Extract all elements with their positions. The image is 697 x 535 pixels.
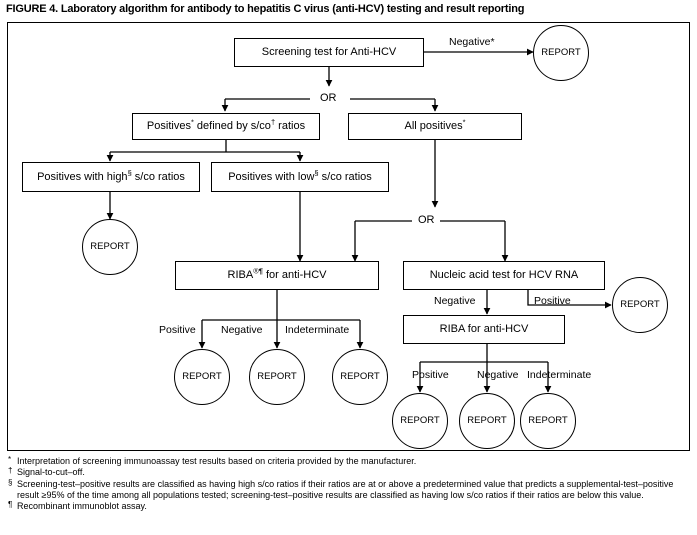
- or-label-1-text: OR: [320, 92, 337, 104]
- node-report-label: REPORT: [400, 414, 440, 426]
- node-all-positives[interactable]: All positives*: [348, 113, 522, 140]
- node-nucleic-acid-test[interactable]: Nucleic acid test for HCV RNA: [403, 261, 605, 290]
- dagger-marker: †: [270, 117, 276, 127]
- footnote-marker: §: [8, 477, 13, 487]
- section-marker: §: [314, 168, 319, 178]
- asterisk-marker: *: [190, 117, 194, 127]
- node-report-riba2-negative[interactable]: REPORT: [459, 393, 515, 449]
- footnotes: * Interpretation of screening immunoassa…: [8, 455, 692, 513]
- node-report-high-sco[interactable]: REPORT: [82, 219, 138, 275]
- edge-label-screen-negative: Negative*: [449, 36, 495, 48]
- node-riba1-post: for anti-HCV: [262, 269, 327, 282]
- node-positives-high-sco[interactable]: Positives with high§ s/co ratios: [22, 162, 200, 192]
- node-positives-sco-pre: Positives: [146, 120, 191, 133]
- node-screening-test-label: Screening test for Anti-HCV: [261, 46, 397, 59]
- node-report-label: REPORT: [182, 370, 222, 382]
- pilcrow-marker: ¶: [258, 266, 263, 276]
- footnote-text: Signal-to-cut–off.: [17, 467, 85, 478]
- footnote-text: Recombinant immunoblot assay.: [17, 501, 147, 512]
- edge-label-riba1-indeterminate: Indeterminate: [285, 324, 350, 336]
- node-all-positives-pre: All positives: [404, 120, 463, 133]
- node-positives-sco-post: ratios: [275, 120, 306, 133]
- node-report-label: REPORT: [90, 240, 130, 252]
- node-positives-sco-ratios[interactable]: Positives* defined by s/co† ratios: [132, 113, 320, 140]
- node-report-riba2-positive[interactable]: REPORT: [392, 393, 448, 449]
- node-positives-sco-mid: defined by s/co: [193, 120, 271, 133]
- node-report-label: REPORT: [340, 370, 380, 382]
- node-report-riba1-positive[interactable]: REPORT: [174, 349, 230, 405]
- node-report-label: REPORT: [257, 370, 297, 382]
- node-nucleic-acid-test-label: Nucleic acid test for HCV RNA: [429, 269, 579, 282]
- node-riba1-pre: RIBA: [227, 269, 254, 282]
- node-positives-high-post: s/co ratios: [131, 170, 185, 183]
- node-positives-high-pre: Positives with high: [37, 170, 128, 183]
- registered-marker: ®: [253, 266, 259, 276]
- node-riba-anti-hcv-2[interactable]: RIBA for anti-HCV: [403, 315, 565, 344]
- edge-label-riba2-negative: Negative: [477, 369, 519, 381]
- figure-frame: [7, 22, 690, 451]
- node-report-riba1-indeterminate[interactable]: REPORT: [332, 349, 388, 405]
- node-report-riba1-negative[interactable]: REPORT: [249, 349, 305, 405]
- edge-label-riba1-negative: Negative: [221, 324, 263, 336]
- footnote-marker: †: [8, 466, 13, 476]
- node-report-negative-screen[interactable]: REPORT: [533, 25, 589, 81]
- edge-label-riba2-indeterminate: Indeterminate: [527, 369, 592, 381]
- node-positives-low-sco[interactable]: Positives with low§ s/co ratios: [211, 162, 389, 192]
- or-label-1: OR: [316, 93, 341, 104]
- edge-label-riba1-positive: Positive: [159, 324, 196, 336]
- or-label-2: OR: [414, 215, 439, 226]
- node-positives-low-post: s/co ratios: [318, 170, 372, 183]
- node-riba-anti-hcv-1[interactable]: RIBA®¶ for anti-HCV: [175, 261, 379, 290]
- footnote-text: Interpretation of screening immunoassay …: [17, 456, 417, 466]
- footnote-marker: ¶: [8, 500, 13, 510]
- node-riba-anti-hcv-2-label: RIBA for anti-HCV: [439, 323, 529, 336]
- footnote-text: Screening-test–positive results are clas…: [17, 478, 674, 500]
- footnote-item: † Signal-to-cut–off.: [8, 466, 692, 478]
- footnote-item: * Interpretation of screening immunoassa…: [8, 455, 692, 467]
- section-marker: §: [127, 168, 132, 178]
- footnote-item: § Screening-test–positive results are cl…: [8, 477, 692, 502]
- node-report-label: REPORT: [620, 298, 660, 310]
- node-positives-low-pre: Positives with low: [228, 170, 315, 183]
- node-report-label: REPORT: [541, 46, 581, 58]
- footnote-item: ¶ Recombinant immunoblot assay.: [8, 500, 692, 512]
- node-report-riba2-indeterminate[interactable]: REPORT: [520, 393, 576, 449]
- node-screening-test[interactable]: Screening test for Anti-HCV: [234, 38, 424, 67]
- edge-label-nat-positive: Positive: [534, 295, 571, 307]
- edge-label-nat-negative: Negative: [434, 295, 476, 307]
- page-title: FIGURE 4. Laboratory algorithm for antib…: [6, 3, 525, 15]
- node-report-nat-positive[interactable]: REPORT: [612, 277, 668, 333]
- or-label-2-text: OR: [418, 214, 435, 226]
- asterisk-marker: *: [462, 117, 466, 127]
- edge-label-riba2-positive: Positive: [412, 369, 449, 381]
- node-report-label: REPORT: [528, 414, 568, 426]
- footnote-marker: *: [8, 455, 12, 464]
- node-report-label: REPORT: [467, 414, 507, 426]
